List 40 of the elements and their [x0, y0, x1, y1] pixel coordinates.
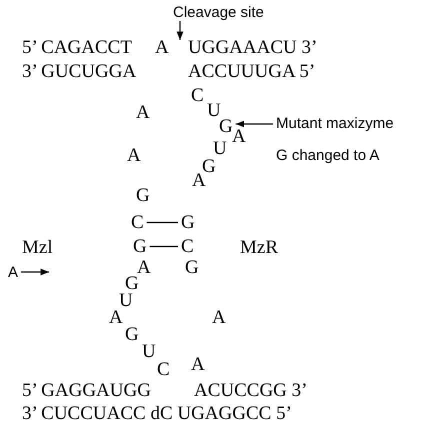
nucleotide-letter: G — [125, 325, 139, 344]
nucleotide-letter: A — [136, 103, 150, 122]
nucleotide-letter: C — [191, 86, 204, 105]
nucleotide-letter: MzR — [240, 238, 278, 257]
arrow — [21, 268, 49, 276]
nucleotide-letter: A — [232, 127, 246, 146]
sequence-text: 5’ GAGGAUGG — [22, 381, 151, 400]
nucleotide-letter: U — [142, 342, 156, 361]
annotation-text: A — [8, 265, 18, 280]
nucleotide-letter: G — [185, 258, 199, 277]
base-pair-line — [146, 222, 178, 224]
nucleotide-letter: A — [127, 146, 141, 165]
nucleotide-letter: A — [191, 355, 205, 374]
nucleotide-letter: C — [157, 360, 170, 379]
annotation-text: Mutant maxizyme G changed to A — [276, 108, 406, 172]
nucleotide-letter: G — [133, 237, 147, 256]
nucleotide-letter: U — [119, 291, 133, 310]
sequence-text: ACCUUUGA 5’ — [188, 62, 316, 81]
nucleotide-letter: U — [207, 101, 221, 120]
nucleotide-letter: G — [125, 274, 139, 293]
sequence-text: UGGAAACU 3’ — [188, 38, 318, 57]
sequence-text: 3’ CUCCUACC dC UGAGGCC 5’ — [22, 404, 292, 423]
nucleotide-letter: G — [181, 213, 195, 232]
nucleotide-letter: A — [212, 308, 226, 327]
nucleotide-letter: G — [136, 186, 150, 205]
nucleotide-letter: G — [219, 117, 233, 136]
nucleotide-letter: A — [137, 258, 151, 277]
sequence-text: 5’ CAGACCT — [22, 38, 132, 57]
sequence-text: ACUCCGG 3’ — [194, 381, 308, 400]
nucleotide-letter: Mzl — [22, 238, 53, 257]
nucleotide-letter: A — [109, 308, 123, 327]
base-pair-line — [150, 246, 178, 248]
sequence-text: 3’ GUCUGGA — [22, 62, 136, 81]
nucleotide-letter: U — [213, 139, 227, 158]
arrow — [236, 120, 273, 128]
nucleotide-letter: C — [181, 237, 194, 256]
nucleotide-letter: C — [131, 213, 144, 232]
annotation-text: Cleavage site — [173, 5, 264, 20]
arrow — [176, 21, 184, 40]
nucleotide-letter: A — [155, 38, 169, 57]
